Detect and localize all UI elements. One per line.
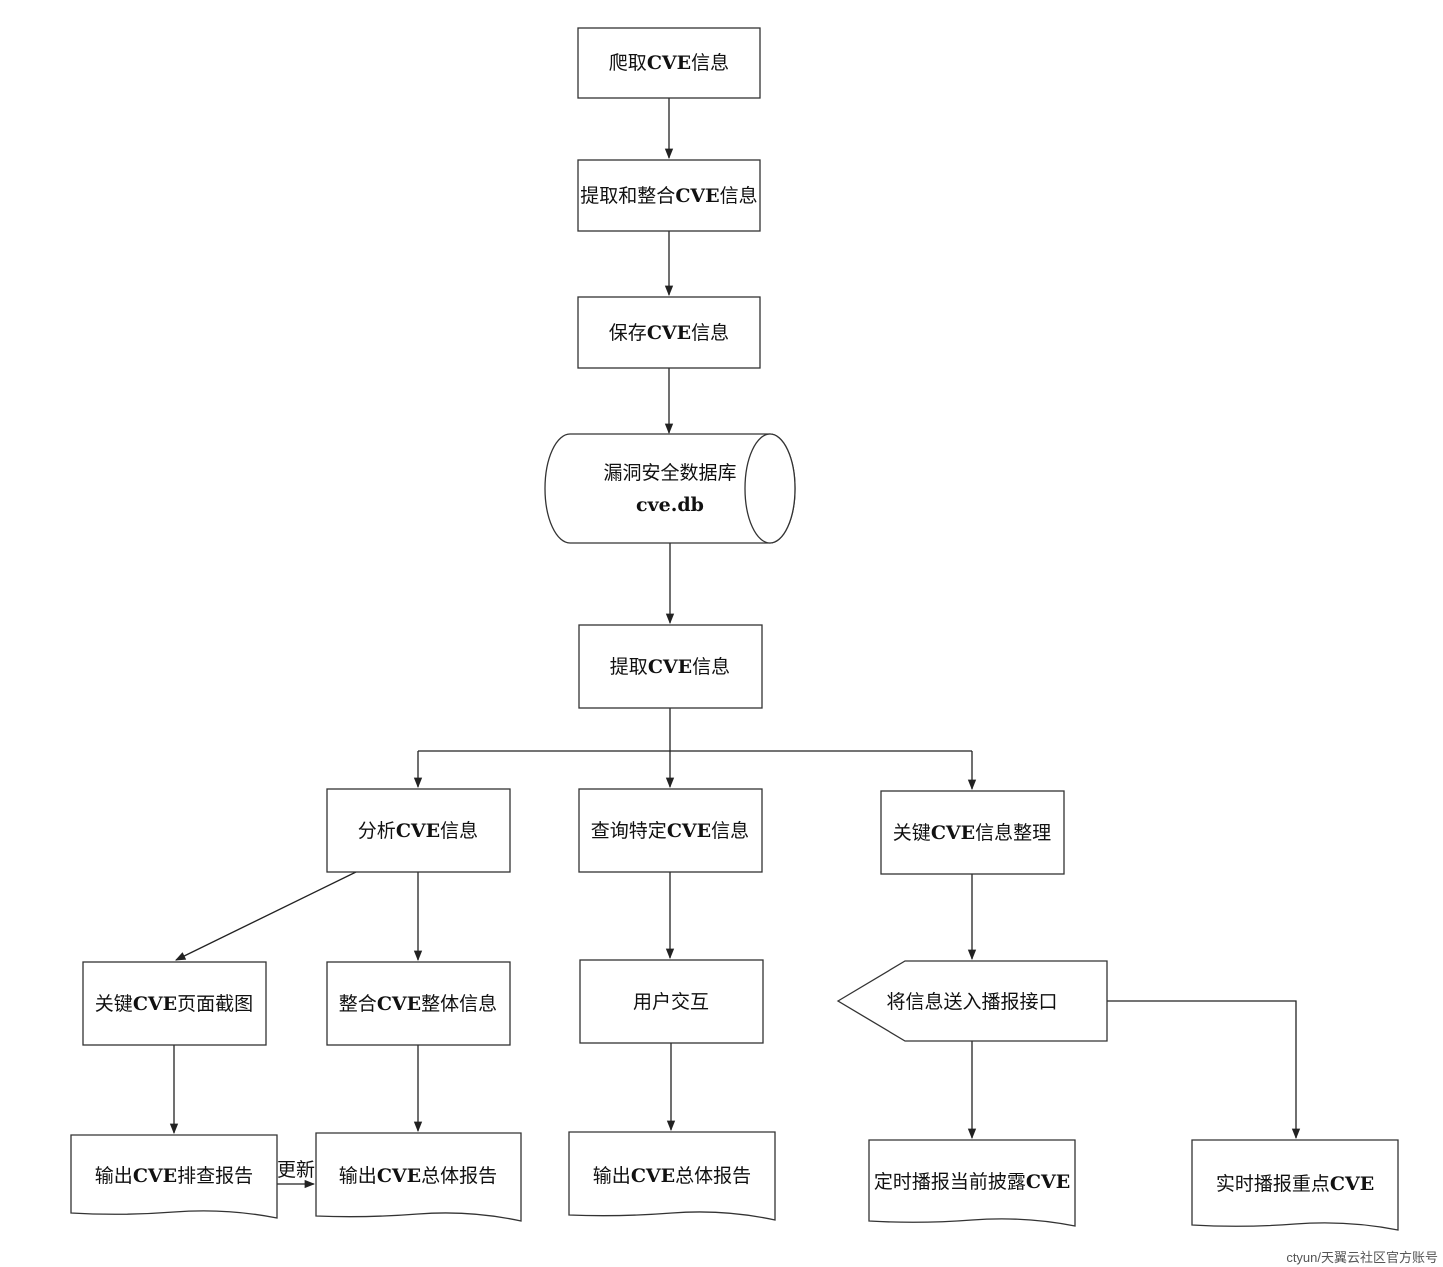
report-total-doc-2 xyxy=(568,1131,776,1221)
query-box xyxy=(578,788,763,873)
realtime-broadcast-label: 实时播报重点CVE xyxy=(1216,1173,1374,1195)
report-total-label-2: 输出CVE总体报告 xyxy=(593,1165,751,1187)
edge-analyze-to-screenshot xyxy=(175,871,357,961)
report-check-doc xyxy=(70,1134,278,1219)
timed-broadcast-label: 定时播报当前披露CVE xyxy=(874,1171,1070,1193)
extract-merge-label: 提取和整合CVE信息 xyxy=(580,185,757,207)
report-total-doc-1 xyxy=(315,1132,522,1222)
realtime-broadcast-doc xyxy=(1191,1139,1399,1231)
query-label: 查询特定CVE信息 xyxy=(591,820,749,842)
crawl-label: 爬取CVE信息 xyxy=(609,52,729,74)
analyze-label: 分析CVE信息 xyxy=(358,820,478,842)
edge-broadcast-to-realtime xyxy=(1107,1000,1301,1140)
edges xyxy=(169,98,1301,1189)
interact-box xyxy=(579,959,764,1044)
crawl-box xyxy=(577,27,761,99)
fetch-box xyxy=(578,624,763,709)
extract-merge-box xyxy=(577,159,761,232)
key-org-label: 关键CVE信息整理 xyxy=(893,822,1051,844)
interact-label: 用户交互 xyxy=(633,991,709,1013)
save-box xyxy=(577,296,761,369)
timed-broadcast-doc xyxy=(868,1139,1076,1227)
save-label: 保存CVE信息 xyxy=(609,322,729,344)
db-file-label: cve.db xyxy=(636,494,704,516)
integrate-box xyxy=(326,961,511,1046)
analyze-box xyxy=(326,788,511,873)
report-check-label: 输出CVE排查报告 xyxy=(95,1165,253,1187)
broadcast-label: 将信息送入播报接口 xyxy=(886,991,1057,1013)
edge-fetch-split xyxy=(418,708,972,752)
labels: 爬取CVE信息 提取和整合CVE信息 保存CVE信息 漏洞安全数据库 cve.d… xyxy=(95,52,1438,1265)
integrate-label: 整合CVE整体信息 xyxy=(339,993,497,1015)
db-title-label: 漏洞安全数据库 xyxy=(603,462,736,484)
broadcast-display xyxy=(836,960,1108,1042)
screenshot-box xyxy=(82,961,267,1046)
update-edge-label: 更新 xyxy=(277,1159,315,1181)
key-org-box xyxy=(880,790,1065,875)
nodes xyxy=(70,27,1399,1231)
fetch-label: 提取CVE信息 xyxy=(610,656,730,678)
screenshot-label: 关键CVE页面截图 xyxy=(95,993,253,1015)
watermark: ctyun/天翼云社区官方账号 xyxy=(1286,1250,1438,1265)
report-total-label-1: 输出CVE总体报告 xyxy=(339,1165,497,1187)
database-cylinder xyxy=(544,433,796,544)
